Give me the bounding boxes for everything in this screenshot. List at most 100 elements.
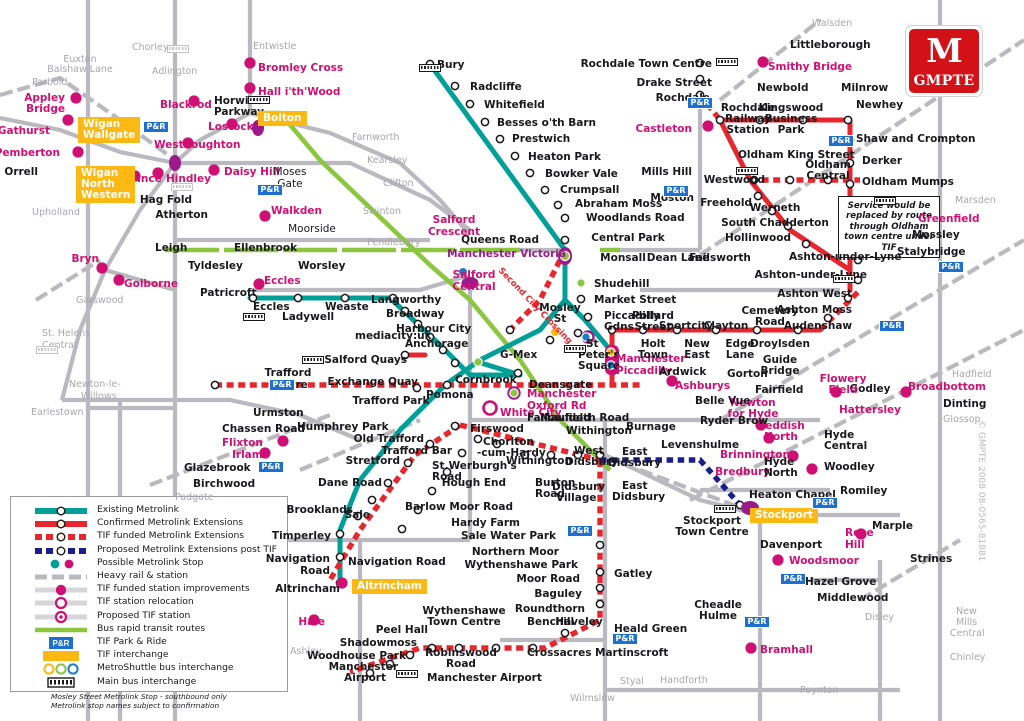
tif-funded-extensions-red-dashed (215, 93, 862, 675)
station-label: Horwich (214, 95, 263, 107)
station-label: Entwistle (253, 41, 297, 52)
station-label: Hattersley (838, 404, 902, 416)
park-and-ride-badge[interactable]: P&R (744, 616, 770, 628)
station-label: Shaw and Crompton (856, 133, 976, 145)
tif-interchange-box[interactable]: Bolton (258, 111, 307, 127)
station-label: Belle Vue (695, 395, 751, 407)
station-label: Old Trafford (353, 433, 424, 445)
legend-swatch-heavy-rail (35, 574, 87, 580)
legend-swatch-possible-stop (50, 559, 74, 569)
station-label: Levenshulme (661, 439, 740, 451)
station-label: Ellenbrook (234, 242, 298, 254)
bus-icon-stripes (835, 277, 853, 280)
station-label: Eccles (253, 301, 290, 313)
park-and-ride-badge[interactable]: P&R (780, 573, 806, 585)
tif-interchange-box[interactable]: Stockport (750, 508, 818, 524)
station-label: Smithy Bridge (768, 61, 853, 73)
station-label: Parkway (214, 106, 264, 118)
legend-item: Proposed Metrolink Extensions post TIF (11, 543, 289, 556)
park-and-ride-badge[interactable]: P&R (663, 185, 689, 197)
legend-item: Bus rapid transit routes (11, 622, 289, 635)
station-label: Walsden (812, 18, 853, 29)
station-label: Bromley Cross (258, 62, 344, 74)
station-label: Benchill (527, 616, 575, 628)
bus-icon-stripes (173, 185, 191, 188)
bus-icon-stripes (716, 507, 734, 510)
station-label: East (622, 480, 648, 492)
park-and-ride-badge[interactable]: P&R (938, 261, 964, 273)
station-label: Heaton Park (528, 151, 602, 163)
legend-footnote: Metrolink stop names subject to confirma… (51, 701, 220, 711)
station-label: Piccadilly (604, 310, 660, 322)
station-label: Crossacres (527, 647, 592, 659)
station-label: Peter's (578, 349, 620, 361)
station-label: Poynton (800, 685, 839, 696)
park-and-ride-badge[interactable]: P&R (567, 525, 593, 537)
station-label: Brinnington (719, 449, 790, 461)
station-label: Gathurst (0, 125, 50, 137)
station-label: Moston (650, 192, 694, 204)
bus-icon-stripes (304, 358, 322, 361)
station-label: St (586, 338, 599, 350)
station-label: Bridge (760, 365, 800, 377)
station-label: Sportcity (658, 320, 714, 332)
station-label: North (764, 467, 798, 479)
park-and-ride-badge[interactable]: P&R (687, 97, 713, 109)
station-label: Milnrow (841, 82, 889, 94)
legend-swatch-tif-funded-extensions (35, 532, 87, 542)
legend-key (33, 582, 89, 596)
tif-interchange-box[interactable]: Altrincham (352, 579, 427, 595)
legend-swatch-metroshuttle (43, 663, 79, 675)
station-label: Bury (437, 59, 465, 71)
station-label: Walkden (271, 205, 322, 217)
park-and-ride-badge[interactable]: P&R (269, 379, 295, 391)
station-label: Weaste (325, 301, 369, 313)
park-and-ride-badge[interactable]: P&R (879, 320, 905, 332)
legend-item: Confirmed Metrolink Extensions (11, 516, 289, 529)
station-label: Broadway (386, 308, 445, 320)
station-label: Town (637, 349, 669, 361)
station-label: Salford Quays (324, 354, 407, 366)
station-label: Firswood (470, 423, 524, 435)
station-label: Lane (725, 349, 755, 361)
legend-item: Proposed TIF station (11, 609, 289, 623)
park-and-ride-badge[interactable]: P&R (828, 135, 854, 147)
legend-key (33, 516, 89, 529)
bus-interchange-icon (243, 313, 265, 321)
station-label: Stretford (345, 455, 400, 467)
station-label: St. Helens (42, 328, 91, 339)
legend-item: TIF funded Metrolink Extensions (11, 529, 289, 542)
park-and-ride-badge[interactable]: P&R (812, 497, 838, 509)
station-label: Hale (298, 616, 325, 628)
legend-label: TIF funded Metrolink Extensions (97, 530, 245, 542)
legend-item: Heavy rail & station (11, 569, 289, 582)
station-label: Road (446, 658, 476, 670)
svg-text:P&R: P&R (53, 639, 70, 648)
park-and-ride-badge[interactable]: P&R (257, 184, 283, 196)
station-label: Disley (865, 612, 895, 623)
station-label: Bredbury (715, 466, 770, 478)
park-and-ride-badge[interactable]: P&R (143, 121, 169, 133)
station-label: Trafford (264, 367, 312, 379)
station-label: Chorley (132, 42, 169, 53)
station-label: Oldham King Street (738, 149, 855, 161)
station-label: Stockport (683, 515, 741, 527)
park-and-ride-badge[interactable]: P&R (258, 461, 284, 473)
legend-item: Possible Metrolink Stop (11, 556, 289, 569)
station-label: Chinley (950, 652, 986, 663)
station-label: Railway (725, 113, 771, 125)
station-label: Farnworth (352, 132, 400, 143)
station-label: Bryn (71, 253, 99, 265)
station-label: Godley (849, 383, 891, 395)
station-label: Rose (845, 527, 874, 539)
park-and-ride-badge[interactable]: P&R (612, 633, 638, 645)
station-label: Kearsley (367, 155, 408, 166)
station-label: Road (535, 488, 565, 500)
station-label: Cheadle (694, 599, 742, 611)
station-label: Whitefield (484, 99, 545, 111)
station-label: Chorlton (483, 436, 534, 448)
